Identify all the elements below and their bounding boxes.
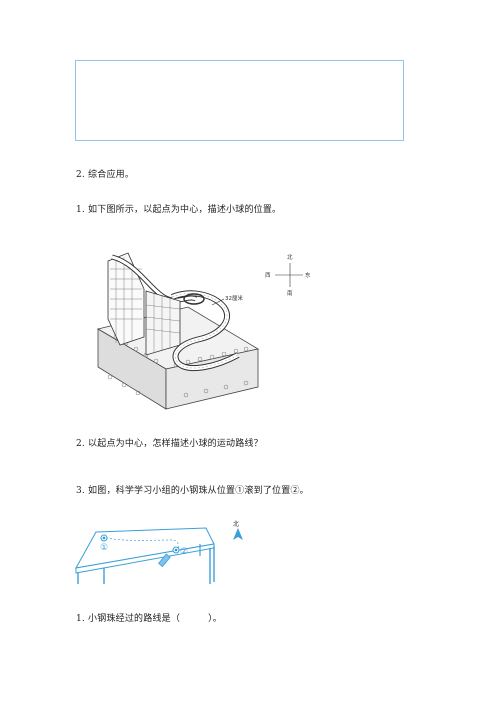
answer-box xyxy=(75,60,404,141)
question-3: 3. 如图，科学学习小组的小钢珠从位置①滚到了位置②。 xyxy=(76,486,309,496)
question-2: 2. 以起点为中心，怎样描述小球的运动路线？ xyxy=(76,439,263,449)
question-3-1-suffix: ）。 xyxy=(208,614,222,624)
compass-rose: 北 南 西 东 xyxy=(265,253,311,297)
table-figure: ① ② xyxy=(75,527,215,584)
compass-east: 东 xyxy=(305,271,311,279)
north-arrow-icon: 北 xyxy=(233,520,243,540)
section-title: 2. 综合应用。 xyxy=(76,170,135,180)
ball-track-figure: 32厘米 xyxy=(96,252,260,410)
distance-label: 32厘米 xyxy=(225,294,243,302)
compass-south: 南 xyxy=(287,289,293,297)
compass-west: 西 xyxy=(265,272,271,279)
compass-north: 北 xyxy=(287,253,293,261)
position-1-label: ① xyxy=(100,543,108,553)
position-2-label: ② xyxy=(180,547,188,557)
question-3-1: 1. 小钢珠经过的路线是（ ）。 xyxy=(76,613,222,625)
north-label: 北 xyxy=(233,520,239,528)
question-3-1-prefix: 1. 小钢珠经过的路线是（ xyxy=(76,614,181,624)
question-1: 1. 如下图所示，以起点为中心，描述小球的位置。 xyxy=(76,205,282,215)
